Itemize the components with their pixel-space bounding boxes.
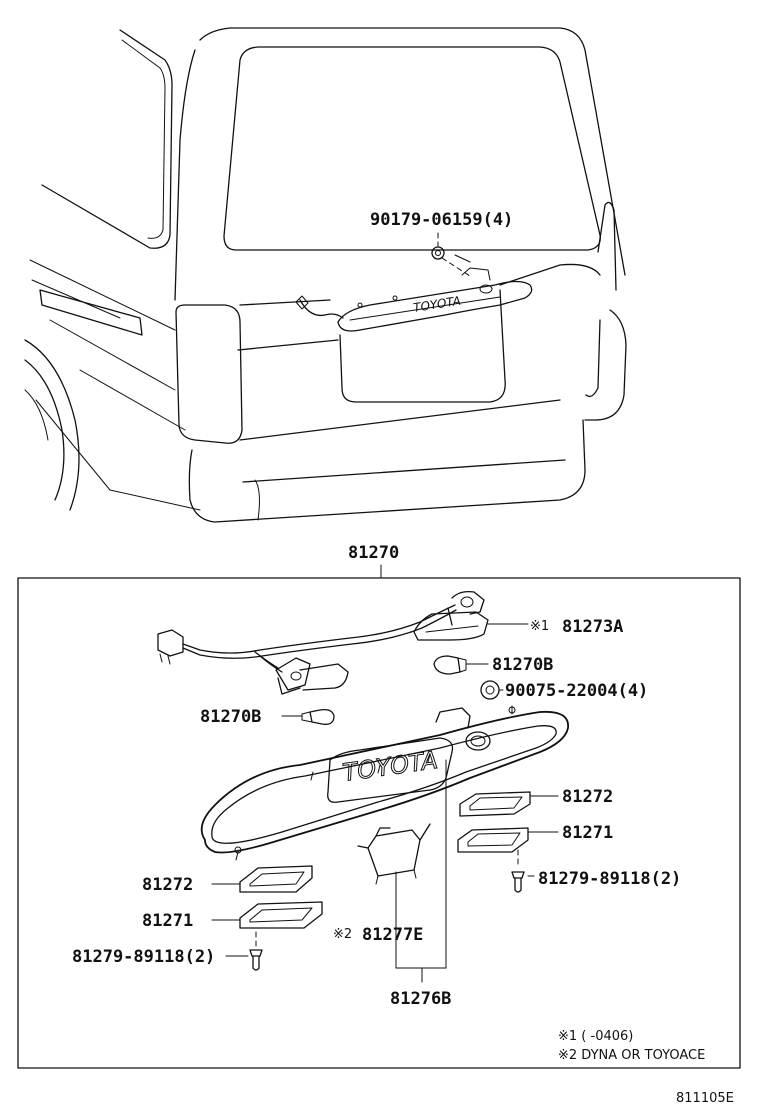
marker-2-81277E: ※2 [333, 927, 352, 942]
label-81271-right: 81271 [562, 823, 613, 843]
bracket-81277E [357, 823, 431, 885]
footnote-1: ※1 ( -0406) [558, 1029, 633, 1044]
label-81270B-left: 81270B [200, 707, 261, 727]
bulb-left-icon [301, 708, 335, 725]
label-90179-06159: 90179-06159(4) [370, 210, 513, 230]
assembly-frame [17, 577, 741, 1069]
label-81277E: 81277E [362, 925, 423, 945]
screw-left-icon [249, 949, 263, 971]
screw-right-icon [511, 871, 525, 893]
exploded-assembly: TOYOTA [157, 590, 569, 983]
license-lamp-socket-left [275, 657, 349, 695]
figure-code: 811105E [676, 1091, 734, 1106]
label-81271-left: 81271 [142, 911, 193, 931]
marker-1-81273A: ※1 [530, 619, 549, 634]
vehicle-rear-illustration: TOYOTA [24, 27, 627, 523]
garnish-brand-emblem: TOYOTA [341, 746, 440, 787]
lamp-cover-right [457, 827, 529, 853]
lamp-cover-left [239, 901, 323, 929]
label-81273A: 81273A [562, 617, 623, 637]
bulb-right-icon [433, 655, 467, 675]
nut-90179-icon [431, 246, 445, 260]
label-81270B-right: 81270B [492, 655, 553, 675]
label-81279-89118-right: 81279-89118(2) [538, 869, 681, 889]
label-81279-89118-left: 81279-89118(2) [72, 947, 215, 967]
back-door-garnish: TOYOTA [200, 705, 569, 861]
label-90075-22004: 90075-22004(4) [505, 681, 648, 701]
license-lamp-socket-right [413, 590, 489, 641]
label-81276B: 81276B [390, 989, 451, 1009]
label-81272-right: 81272 [562, 787, 613, 807]
label-81270: 81270 [348, 543, 399, 563]
lamp-lens-right [459, 791, 531, 817]
wire-harness [157, 604, 457, 673]
footnote-2: ※2 DYNA OR TOYOACE [558, 1048, 705, 1063]
label-81272-left: 81272 [142, 875, 193, 895]
lamp-lens-left [239, 865, 313, 893]
grommet-90075-icon [480, 680, 500, 700]
